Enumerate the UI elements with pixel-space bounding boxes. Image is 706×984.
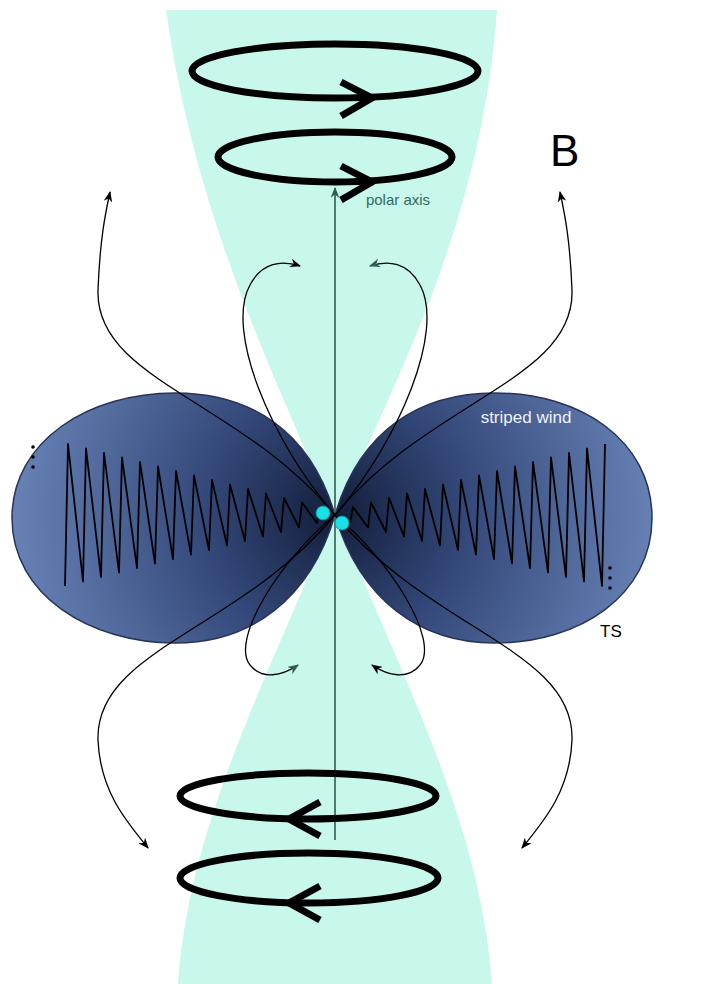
field-loop bbox=[335, 263, 427, 515]
ring-arrow bbox=[289, 886, 320, 920]
field-line bbox=[98, 192, 335, 515]
field-line bbox=[335, 192, 572, 515]
field-loop bbox=[335, 515, 424, 675]
field-label: B bbox=[550, 126, 610, 176]
region-label: striped wind bbox=[476, 408, 576, 428]
ring-arrow bbox=[341, 166, 372, 200]
continuation-dots bbox=[31, 445, 35, 469]
right-lobe bbox=[335, 393, 652, 643]
axis-label: polar axis bbox=[358, 191, 438, 208]
field-lines bbox=[98, 192, 572, 848]
field-line bbox=[335, 515, 572, 848]
toroidal-field-rings bbox=[180, 44, 478, 920]
striped-wind-stripes bbox=[65, 444, 320, 586]
binary-stars bbox=[316, 506, 349, 530]
field-loop bbox=[246, 515, 335, 675]
shock-label: TS bbox=[600, 622, 640, 642]
striped-wind-stripes bbox=[350, 444, 605, 586]
field-ring bbox=[192, 44, 478, 98]
left-lobe bbox=[12, 393, 335, 643]
ring-arrow bbox=[341, 82, 372, 116]
ring-arrow bbox=[289, 802, 320, 836]
field-line bbox=[98, 515, 335, 848]
field-loop bbox=[243, 263, 335, 515]
continuation-dots bbox=[608, 566, 612, 590]
termination-shock-lobe: striped windTS bbox=[335, 380, 665, 655]
field-ring bbox=[218, 132, 452, 182]
